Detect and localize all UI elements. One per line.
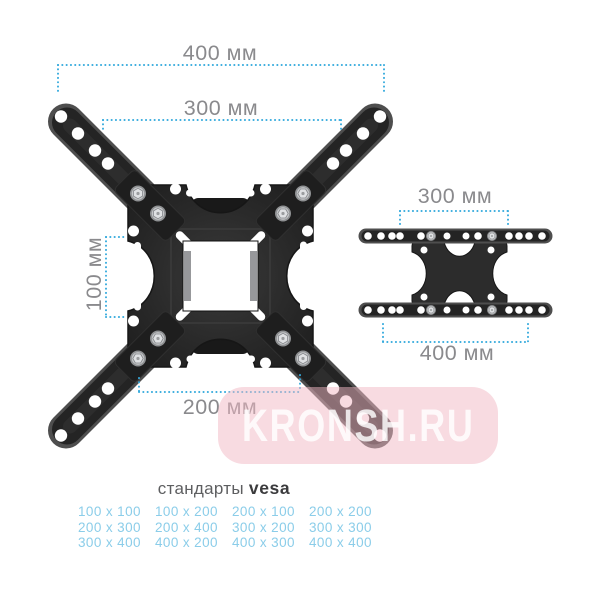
main-dim-top-label: 400 мм [182,41,258,65]
vesa-size-item: 100 x 200 [155,504,218,519]
vesa-size-item: 200 x 100 [232,504,295,519]
main-bracket [55,110,386,441]
vesa-size-item: 400 x 400 [309,535,372,550]
side-dim-bottom-label: 400 мм [419,341,495,365]
side-bracket [358,228,553,318]
vesa-sizes-grid: 100 x 100 100 x 200 200 x 100 200 x 200 … [78,504,386,551]
watermark-badge: KRONSH.RU [218,387,498,464]
vesa-size-item: 400 x 300 [232,535,295,550]
vesa-size-item: 300 x 200 [232,519,295,535]
vesa-size-item: 200 x 300 [78,519,141,535]
vesa-title-prefix: стандарты [157,479,244,498]
vesa-size-item: 200 x 200 [309,504,372,519]
watermark-text: KRONSH.RU [241,399,475,451]
vesa-size-item: 200 x 400 [155,519,218,535]
main-dim-mid-label: 300 мм [183,96,259,120]
side-dim-top-label: 300 мм [417,184,493,208]
vesa-size-item: 100 x 100 [78,504,141,519]
vesa-size-item: 300 x 400 [78,535,141,550]
vesa-size-item: 400 x 200 [155,535,218,550]
vesa-title-brand: vesa [248,478,291,498]
vesa-size-item: 300 x 300 [309,519,372,535]
main-dim-left-label: 100 мм [82,236,106,312]
